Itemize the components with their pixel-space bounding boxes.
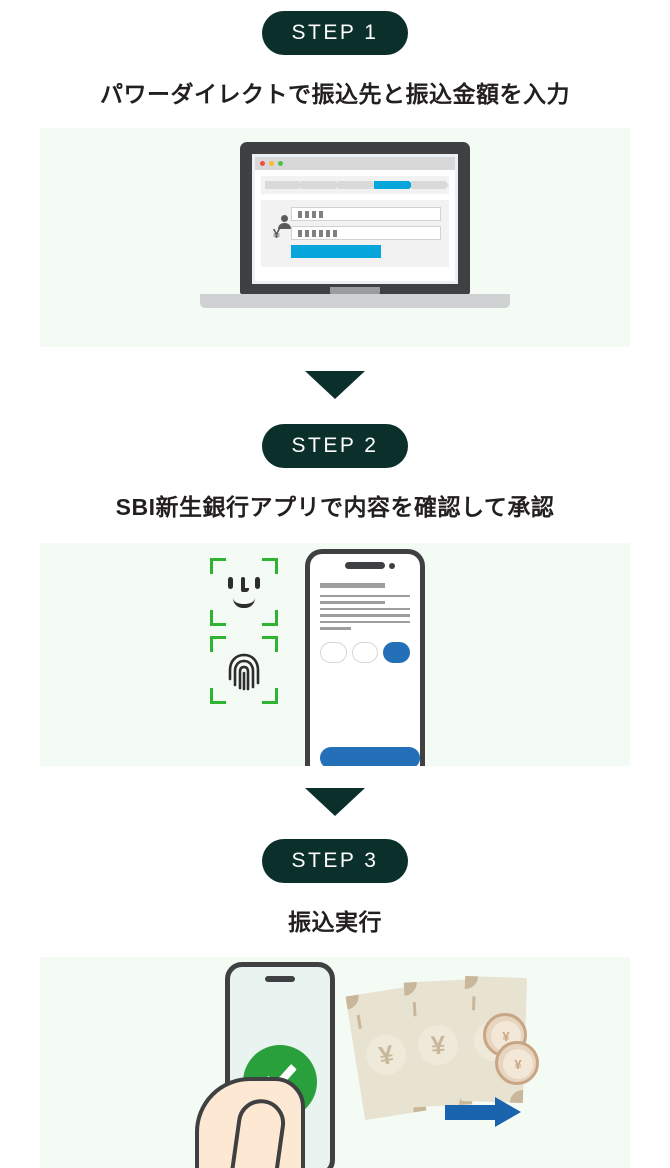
window-maximize-dot	[278, 161, 283, 166]
step-2-section: STEP 2 SBI新生銀行アプリで内容を確認して承認	[0, 399, 670, 766]
window-close-dot	[260, 161, 265, 166]
step-1-badge: STEP 1	[262, 11, 408, 55]
banknotes-and-coins: ¥ ¥ ¥ ¥ ¥	[345, 975, 539, 1121]
biometric-icons	[210, 558, 278, 714]
approval-option-buttons	[320, 642, 411, 663]
transfer-complete-scene: ¥ ¥ ¥ ¥ ¥	[40, 957, 630, 1168]
option-pill	[351, 642, 379, 663]
arrow-right-icon	[445, 1097, 521, 1127]
amount-field-row: ¥	[269, 226, 441, 240]
fingerprint-icon	[210, 636, 278, 704]
browser-window: ¥	[255, 157, 455, 281]
breadcrumb-segment	[265, 181, 304, 189]
step-2-title: SBI新生銀行アプリで内容を確認して承認	[115, 494, 555, 520]
laptop-hinge	[330, 287, 380, 296]
recipient-field-row	[269, 207, 441, 221]
step-1-section: STEP 1 パワーダイレクトで振込先と振込金額を入力	[0, 0, 670, 347]
step-1-illustration-panel: ¥	[40, 128, 630, 347]
approval-detail-lines	[320, 583, 410, 630]
breadcrumb-segment	[301, 181, 341, 189]
step-2-illustration-panel	[40, 543, 630, 766]
browser-titlebar	[255, 157, 455, 170]
hand-illustration	[195, 1077, 305, 1168]
form-submit-button	[291, 245, 381, 258]
step-3-title: 振込実行	[288, 909, 382, 935]
laptop-base	[200, 294, 510, 308]
option-pill-selected	[383, 642, 411, 663]
yen-icon: ¥	[272, 225, 281, 241]
step-2-badge: STEP 2	[262, 424, 408, 468]
thumb-illustration	[227, 1096, 289, 1168]
breadcrumb-segment	[337, 181, 377, 189]
face-id-icon	[210, 558, 278, 626]
browser-content: ¥	[255, 170, 455, 267]
step-separator-arrow-1	[305, 371, 365, 399]
option-pill	[320, 642, 347, 663]
laptop-lid: ¥	[240, 142, 470, 294]
amount-input	[291, 226, 441, 240]
transfer-form: ¥	[261, 200, 449, 267]
approve-cta-button	[320, 747, 420, 766]
step-3-section: STEP 3 振込実行 ¥	[0, 816, 670, 1168]
coin: ¥	[495, 1041, 539, 1085]
step-separator-arrow-2	[305, 788, 365, 816]
window-minimize-dot	[269, 161, 274, 166]
breadcrumb-segment	[410, 181, 450, 189]
step-1-title: パワーダイレクトで振込先と振込金額を入力	[100, 81, 570, 107]
phone-notch	[265, 976, 295, 982]
step-3-badge: STEP 3	[262, 839, 408, 883]
laptop-screen: ¥	[252, 154, 458, 284]
smartphone-approval-screen	[305, 549, 425, 766]
breadcrumb-segment-active	[374, 181, 414, 189]
step-3-illustration-panel: ¥ ¥ ¥ ¥ ¥	[40, 957, 630, 1168]
phone-notch	[345, 562, 395, 569]
recipient-input	[291, 207, 441, 221]
laptop-illustration: ¥	[200, 142, 510, 327]
breadcrumb-steps	[261, 176, 450, 194]
